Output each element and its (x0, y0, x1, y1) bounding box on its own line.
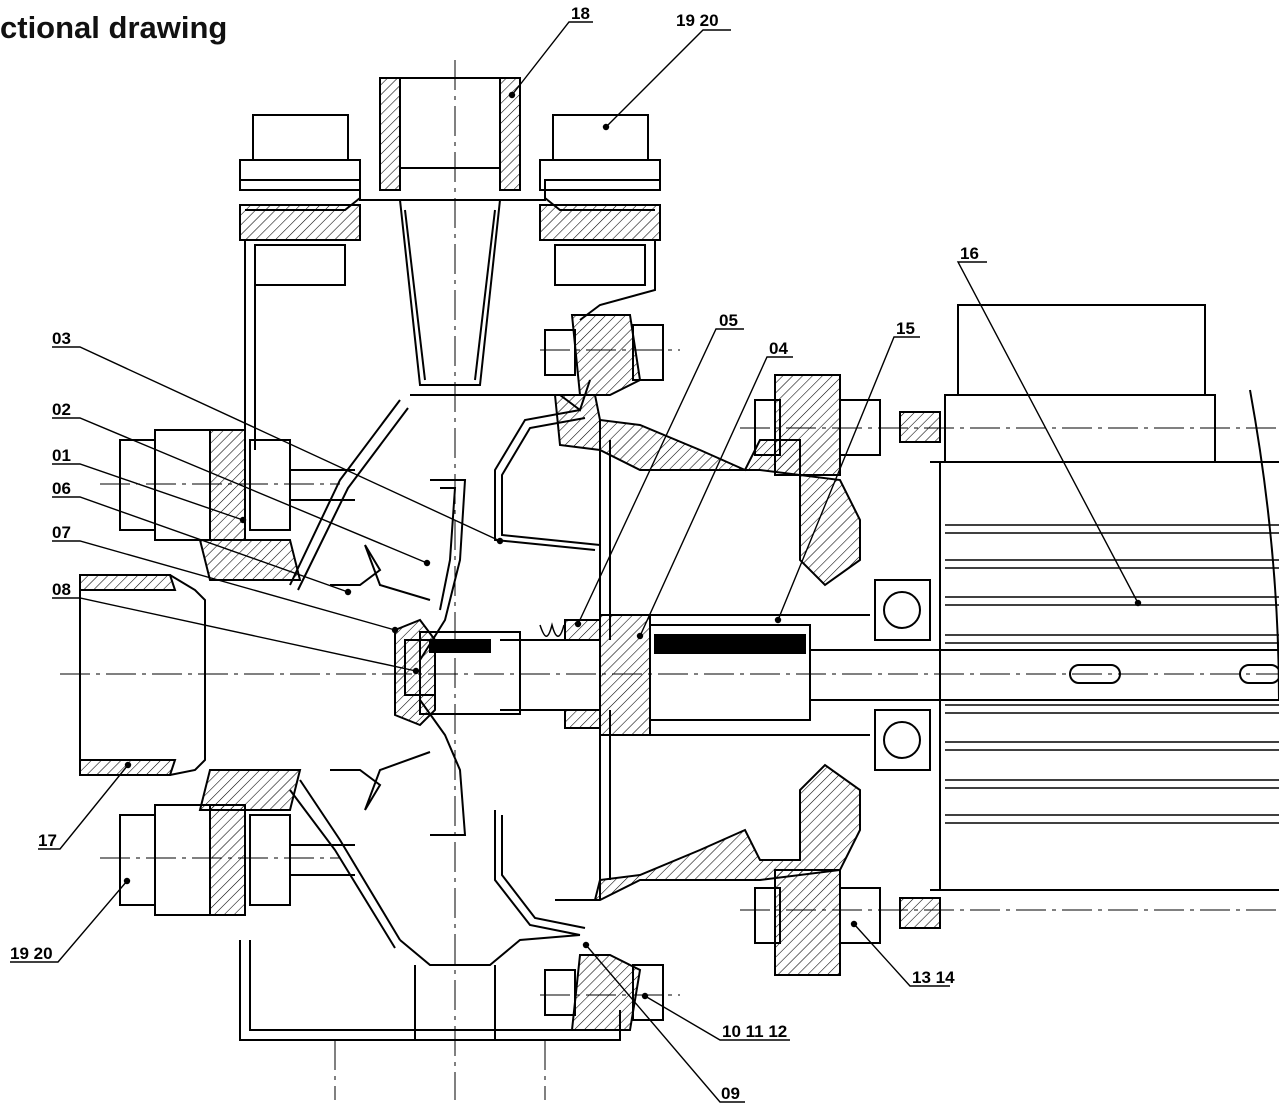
callout-01: 01 (52, 446, 71, 465)
callout-09: 09 (721, 1084, 740, 1103)
callout-03: 03 (52, 329, 71, 348)
callout-18: 18 (571, 4, 590, 23)
motor (930, 304, 1279, 891)
bearing (874, 579, 931, 771)
callout-02: 02 (52, 400, 71, 419)
shaft-assembly (394, 614, 1279, 736)
bracket-bolts (544, 324, 941, 1021)
flange-bolts-top (239, 114, 661, 286)
impeller (330, 479, 467, 836)
callout-08: 08 (52, 580, 71, 599)
outlet-nozzle (379, 77, 521, 191)
callout-labels: 18 19 20 16 15 05 04 03 02 01 06 07 08 1… (10, 4, 979, 1103)
callout-05: 05 (719, 311, 738, 330)
suction-nozzle (79, 539, 302, 811)
callout-13-14: 13 14 (912, 968, 955, 987)
callout-07: 07 (52, 523, 71, 542)
callout-06: 06 (52, 479, 71, 498)
callout-16: 16 (960, 244, 979, 263)
callout-15: 15 (896, 319, 915, 338)
drawing-title: ctional drawing (0, 10, 228, 45)
flange-bolts-left (119, 429, 355, 916)
callout-19-20-top: 19 20 (676, 11, 719, 30)
pump-casing (239, 179, 660, 1041)
leader-lines (10, 21, 1139, 1103)
leader-dots (123, 91, 1142, 1000)
callout-04: 04 (769, 339, 788, 358)
callout-17: 17 (38, 831, 57, 850)
callout-10-11-12: 10 11 12 (722, 1022, 787, 1041)
callout-19-20-bottom: 19 20 (10, 944, 53, 963)
